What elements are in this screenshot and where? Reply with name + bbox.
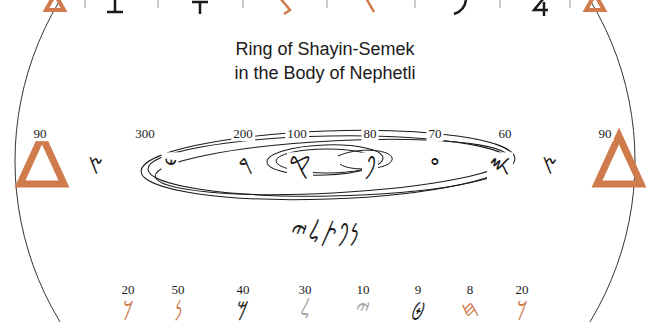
- gematria-number: 40: [235, 283, 252, 297]
- ring-ellipse: [148, 133, 513, 199]
- gematria-number: 60: [497, 127, 514, 141]
- gematria-number: 70: [427, 127, 444, 141]
- phoenician-letter: 𐤍: [172, 297, 184, 320]
- ring-ellipses: [140, 124, 516, 205]
- letter-fragment: [280, 0, 290, 14]
- phoenician-letter: 𐤊: [515, 297, 530, 320]
- gematria-number: 10: [355, 283, 372, 297]
- letter-fragment: [534, 0, 548, 16]
- phoenician-letter: 𐤓: [236, 152, 255, 179]
- gematria-number: 20: [514, 283, 531, 297]
- phoenician-letter: 𐤐: [362, 152, 378, 179]
- triangle-symbol: [586, 0, 604, 10]
- diagram-title: Ring of Shayin-Semek in the Body of Neph…: [230, 37, 420, 85]
- phoenician-letter: 𐤉: [354, 297, 372, 320]
- letter-fragment: [454, 0, 466, 14]
- phoenician-letter: 𐤈: [409, 297, 428, 320]
- phoenician-letter: 𐤋: [298, 297, 312, 320]
- letter-fragment: [192, 2, 208, 14]
- gematria-number: 300: [133, 127, 157, 141]
- triangle-symbol: [46, 0, 64, 10]
- gematria-number: 50: [170, 283, 187, 297]
- gematria-number: 8: [465, 283, 476, 297]
- phoenician-letter: 𐤔: [162, 152, 179, 179]
- gematria-number: 90: [32, 127, 49, 141]
- letter-fragment: [366, 0, 374, 12]
- ring-ellipse: [154, 132, 510, 202]
- triangle-symbol: [597, 136, 641, 184]
- phoenician-letter: 𐤒: [287, 152, 313, 179]
- phoenician-letter: 𐤇: [459, 297, 481, 320]
- gematria-number: 30: [297, 283, 314, 297]
- top-glyph-row: [46, 0, 604, 16]
- gematria-number: 80: [362, 127, 379, 141]
- phoenician-letter: 𐤌: [235, 297, 251, 320]
- letter-fragment: [107, 0, 123, 12]
- phoenician-letter: 𐤏: [428, 152, 442, 179]
- gematria-number: 90: [597, 127, 614, 141]
- phoenician-letter: 𐤑: [540, 152, 559, 179]
- phoenician-letter: 𐤊: [121, 297, 136, 320]
- ring-ellipse: [140, 124, 516, 205]
- separator-ticks: [85, 0, 570, 8]
- gematria-number: 100: [285, 127, 309, 141]
- gematria-number: 200: [231, 127, 255, 141]
- phoenician-letter: 𐤎: [487, 152, 513, 179]
- gematria-number: 20: [120, 283, 137, 297]
- triangle-symbol: [20, 136, 64, 184]
- body-circle: [15, 0, 635, 322]
- phoenician-letter: 𐤑: [86, 152, 105, 179]
- phoenician-word: 𐤍𐤐𐤕𐤋𐤉: [289, 219, 361, 246]
- gematria-number: 9: [413, 283, 424, 297]
